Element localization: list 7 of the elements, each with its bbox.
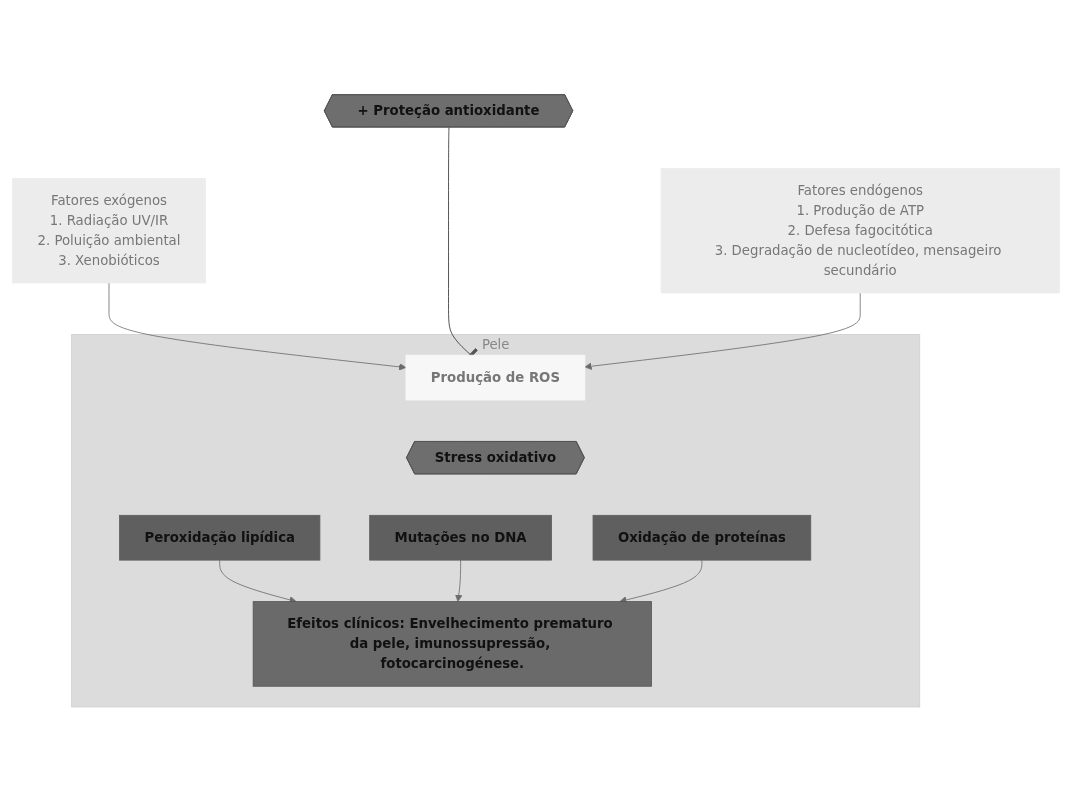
node-box: Produção de ROS xyxy=(405,354,586,401)
node-box: Efeitos clínicos: Envelhecimento prematuro da pele, imunossupressão, fotocarcinogénese. xyxy=(252,600,652,687)
node-box: Oxidação de proteínas xyxy=(592,514,812,561)
node-box: Mutações no DNA xyxy=(369,514,552,561)
node-box: Fatores endógenos 1. Produção de ATP 2. Defesa fagocitótica 3. Degradação de nucleotídeo, mensageiro secundário xyxy=(660,167,1060,294)
node-box: Peroxidação lipídica xyxy=(119,514,321,561)
node-box: Fatores exógenos 1. Radiação UV/IR 2. Poluição ambiental 3. Xenobióticos xyxy=(12,177,206,284)
